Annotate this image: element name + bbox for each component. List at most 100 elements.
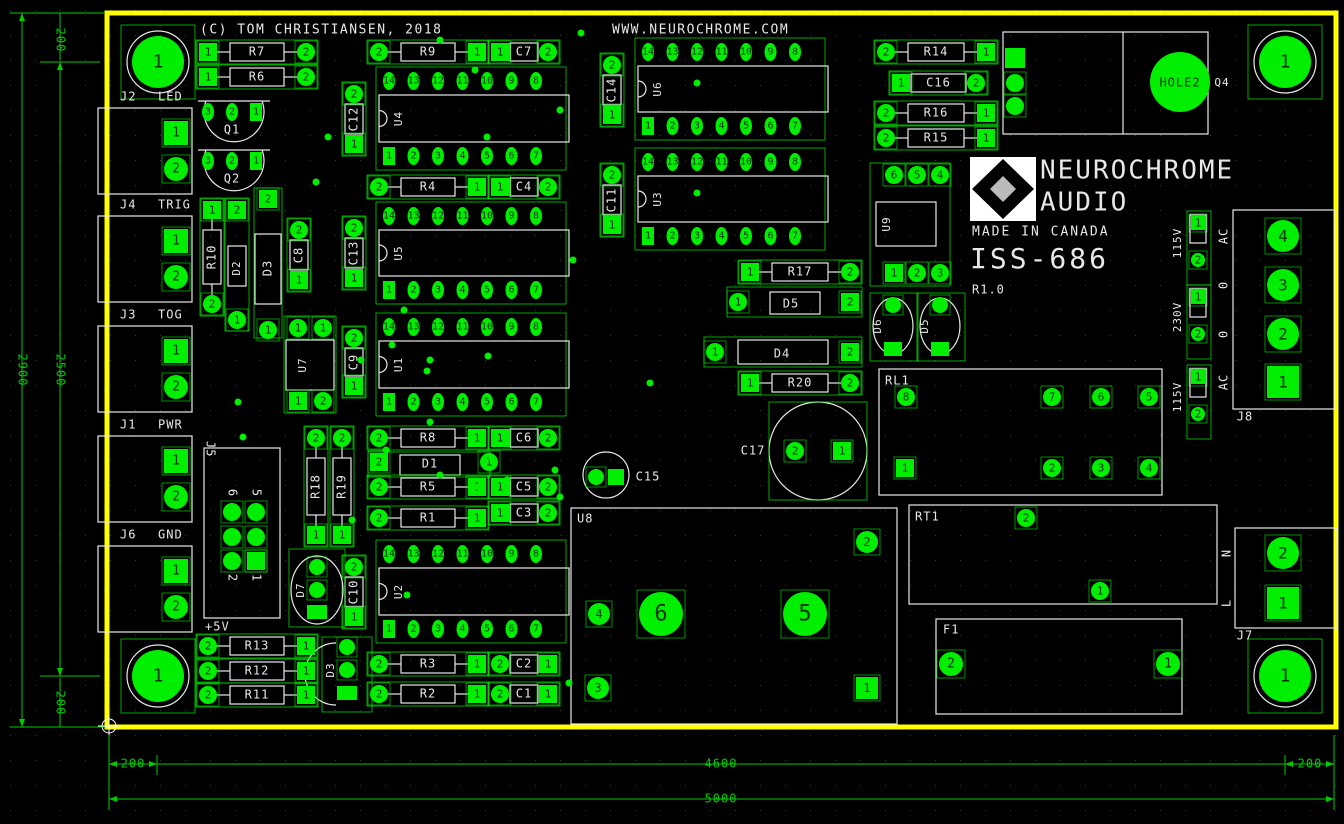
pad-number: 2: [1195, 254, 1202, 267]
pad: 1: [383, 620, 395, 638]
pad: 14: [642, 153, 654, 171]
pad-number: 2: [1278, 325, 1288, 344]
pad: 2: [161, 262, 191, 292]
relay-body: [878, 368, 1163, 496]
pad: 4: [1264, 217, 1302, 255]
pad-number: 6: [508, 624, 514, 635]
pad-number: 1: [253, 107, 259, 118]
pad-number: 7: [533, 151, 539, 162]
pad: 5: [481, 147, 493, 165]
pad: 2: [874, 101, 898, 125]
pad-number: 1: [351, 611, 358, 624]
pad-number: 2: [376, 688, 383, 701]
pad-number: 2: [792, 445, 799, 458]
pad-number: 1: [863, 681, 870, 695]
via: [436, 471, 444, 479]
pad: 2: [1040, 456, 1064, 480]
pad: 13: [407, 207, 420, 225]
pad-number: 1: [898, 77, 905, 90]
pad-number: 10: [481, 322, 493, 333]
pad: 3: [1264, 266, 1302, 304]
pad: [336, 636, 358, 658]
transformer-body: [570, 507, 898, 725]
connector-ref: J3: [120, 308, 136, 322]
courtyard: [487, 474, 561, 500]
pad-number: 4: [459, 151, 465, 162]
pad: 9: [505, 72, 518, 90]
courtyard: [283, 315, 337, 414]
pad-number: 9: [508, 322, 514, 333]
capacitor-body: [509, 42, 539, 62]
pad-number: 6: [654, 602, 667, 627]
pad: 2: [342, 555, 366, 579]
pad: 6: [1089, 385, 1113, 409]
pad-number: 10: [481, 211, 493, 222]
pad-number: 2: [883, 46, 890, 59]
connector-ref: J6: [120, 528, 136, 542]
pad-number: 2: [973, 77, 980, 90]
pad: [220, 549, 244, 573]
pad-number: 4: [595, 607, 602, 621]
pad: 6: [505, 147, 518, 165]
pad-number: 1: [1164, 657, 1172, 672]
pad: 1: [536, 652, 560, 676]
pad: 1: [1088, 579, 1112, 603]
pad-number: 2: [351, 88, 358, 101]
pin-label: 2: [226, 574, 240, 582]
pad-number: 1: [172, 344, 180, 359]
courtyard: [873, 100, 999, 126]
pad: 2: [342, 82, 366, 106]
resistor-label: R5: [420, 480, 436, 494]
pad: 2: [783, 439, 807, 463]
pad: 8: [789, 43, 801, 61]
pad-number: 7: [533, 285, 539, 296]
pad-number: 2: [376, 181, 383, 194]
resistor-body: [306, 457, 326, 516]
pad-number: 2: [847, 377, 854, 390]
pad-number: 2: [609, 59, 616, 72]
courtyard: [737, 259, 863, 285]
pad: 1: [830, 439, 854, 463]
pad-number: 1: [172, 564, 180, 579]
resistor-body: [400, 428, 456, 448]
terminal-block: [1232, 209, 1336, 410]
pad: 1: [196, 65, 220, 89]
pad: [585, 466, 607, 488]
ic-body: [378, 94, 570, 143]
pad: 1: [294, 683, 318, 707]
via: [382, 446, 390, 454]
pad: 1: [342, 132, 366, 156]
capacitor-label: C5: [516, 480, 532, 494]
pad: 1: [286, 316, 310, 340]
regulator-body: [875, 201, 937, 247]
courtyard: [634, 37, 826, 141]
pad-number: 5: [484, 397, 490, 408]
pad-number: 1: [205, 71, 212, 84]
terminal-label: 0: [1217, 281, 1231, 289]
via: [693, 189, 701, 197]
ic-notch: [378, 109, 388, 128]
capacitor-body: [509, 477, 539, 497]
ic-body: [378, 567, 570, 616]
pad-number: 2: [376, 432, 383, 445]
pad: [244, 500, 268, 524]
product-name: ISS-686: [970, 242, 1109, 275]
via: [693, 79, 701, 87]
resistor-label: R4: [420, 180, 436, 194]
pad-number: 1: [1195, 371, 1202, 384]
pad-number: 2: [351, 222, 358, 235]
pad: 4: [456, 281, 469, 299]
pad-number: 1: [351, 272, 358, 285]
pad-number: 8: [903, 391, 910, 404]
pad: 1: [465, 652, 489, 676]
pad: 1: [256, 318, 280, 342]
pad-number: 2: [863, 535, 870, 549]
pad: 9: [764, 153, 777, 171]
website-text: WWW.NEUROCHROME.COM: [612, 23, 789, 38]
pad: 12: [432, 72, 444, 90]
pad: 7: [530, 620, 542, 638]
capacitor-body: [509, 503, 539, 523]
dimension-arrow: [149, 761, 157, 767]
